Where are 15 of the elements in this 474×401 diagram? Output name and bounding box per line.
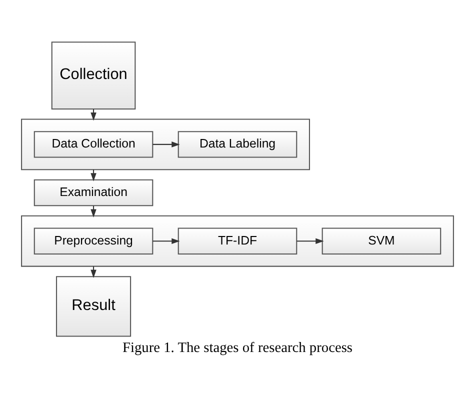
- arrow: [152, 141, 180, 147]
- node-box: Data Collection: [33, 130, 153, 158]
- node-box: Data Labeling: [177, 130, 297, 158]
- arrow: [296, 238, 324, 244]
- cluster: [20, 118, 310, 170]
- node-box: Preprocessing: [33, 227, 153, 254]
- arrow: [152, 238, 180, 244]
- node-box: Examination: [33, 178, 153, 206]
- node-box: Result: [56, 276, 131, 336]
- arrow: [90, 169, 96, 181]
- node-box: SVM: [321, 227, 441, 254]
- node-box: Collection: [50, 41, 136, 109]
- node-box: TF-IDF: [177, 227, 297, 254]
- caption: Figure 1. The stages of research process: [122, 339, 352, 356]
- cluster: [20, 214, 454, 266]
